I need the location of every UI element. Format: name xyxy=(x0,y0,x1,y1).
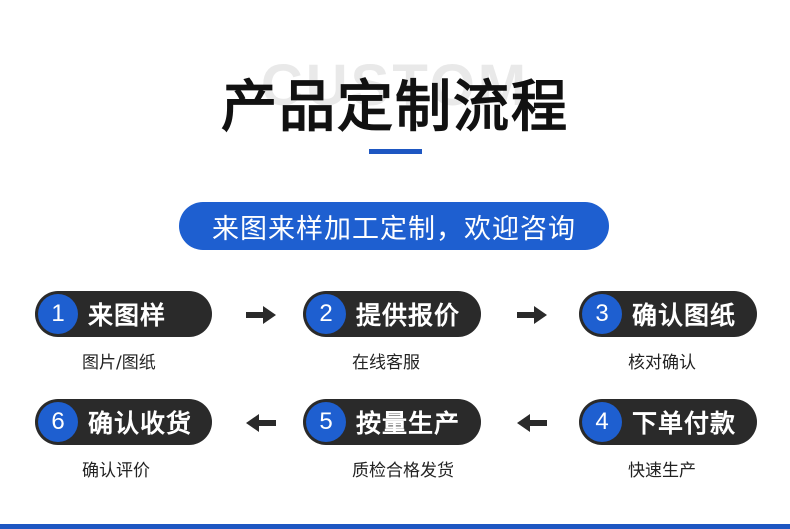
page-title: 产品定制流程 xyxy=(221,75,569,140)
step-3-sub: 核对确认 xyxy=(628,353,696,373)
step-2-pill: 2 提供报价 xyxy=(303,291,481,337)
step-4-pill: 4 下单付款 xyxy=(579,399,757,445)
bottom-accent-bar xyxy=(0,524,790,529)
step-1-label: 来图样 xyxy=(88,301,167,330)
step-6-sub: 确认评价 xyxy=(82,461,150,481)
step-4-label: 下单付款 xyxy=(632,409,737,438)
title-underline xyxy=(369,149,422,154)
step-5-pill: 5 按量生产 xyxy=(303,399,481,445)
step-1-sub: 图片/图纸 xyxy=(82,353,156,373)
arrow-left-icon xyxy=(517,414,547,432)
step-3-pill: 3 确认图纸 xyxy=(579,291,757,337)
step-5-sub: 质检合格发货 xyxy=(352,461,454,481)
step-2-number: 2 xyxy=(306,294,346,334)
step-6-label: 确认收货 xyxy=(88,409,193,438)
step-4-number: 4 xyxy=(582,402,622,442)
step-5-label: 按量生产 xyxy=(356,409,461,438)
arrow-right-icon xyxy=(246,306,276,324)
step-6-pill: 6 确认收货 xyxy=(35,399,212,445)
subtitle-banner: 来图来样加工定制，欢迎咨询 xyxy=(179,202,609,250)
arrow-right-icon xyxy=(517,306,547,324)
step-6-number: 6 xyxy=(38,402,78,442)
step-3-label: 确认图纸 xyxy=(632,301,737,330)
step-4-sub: 快速生产 xyxy=(628,461,696,481)
step-5-number: 5 xyxy=(306,402,346,442)
arrow-left-icon xyxy=(246,414,276,432)
step-2-sub: 在线客服 xyxy=(352,353,420,373)
step-1-pill: 1 来图样 xyxy=(35,291,212,337)
step-1-number: 1 xyxy=(38,294,78,334)
step-3-number: 3 xyxy=(582,294,622,334)
step-2-label: 提供报价 xyxy=(356,301,461,330)
watermark-text: CUSTOM xyxy=(260,53,530,118)
